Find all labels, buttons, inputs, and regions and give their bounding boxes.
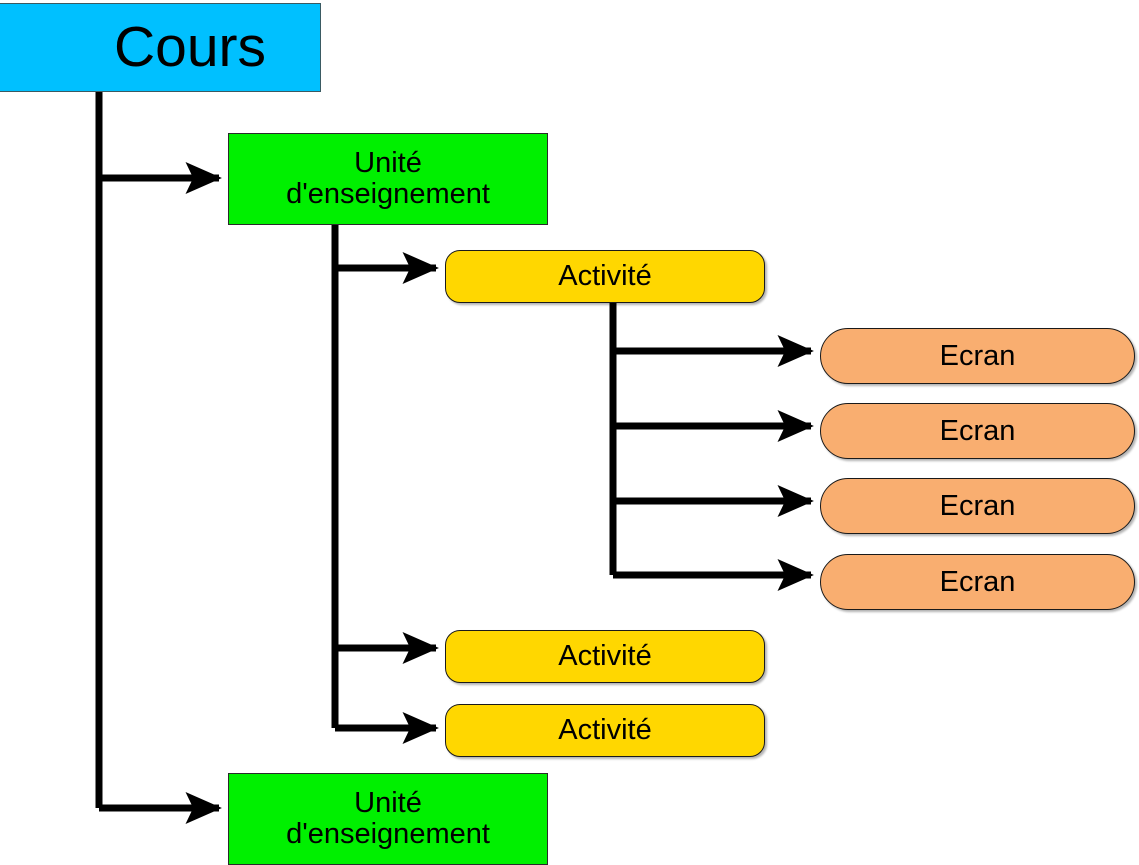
node-cours[interactable]: Cours: [0, 3, 321, 92]
node-activite-3[interactable]: Activité: [445, 704, 765, 757]
node-unite-enseignement-2[interactable]: Unité d'enseignement: [228, 773, 548, 865]
node-unite-enseignement-1[interactable]: Unité d'enseignement: [228, 133, 548, 225]
node-ecran-4[interactable]: Ecran: [820, 554, 1135, 610]
node-activite-1[interactable]: Activité: [445, 250, 765, 303]
node-ecran-2[interactable]: Ecran: [820, 403, 1135, 459]
node-ecran-3[interactable]: Ecran: [820, 478, 1135, 534]
node-ecran-1[interactable]: Ecran: [820, 328, 1135, 384]
node-activite-2[interactable]: Activité: [445, 630, 765, 683]
